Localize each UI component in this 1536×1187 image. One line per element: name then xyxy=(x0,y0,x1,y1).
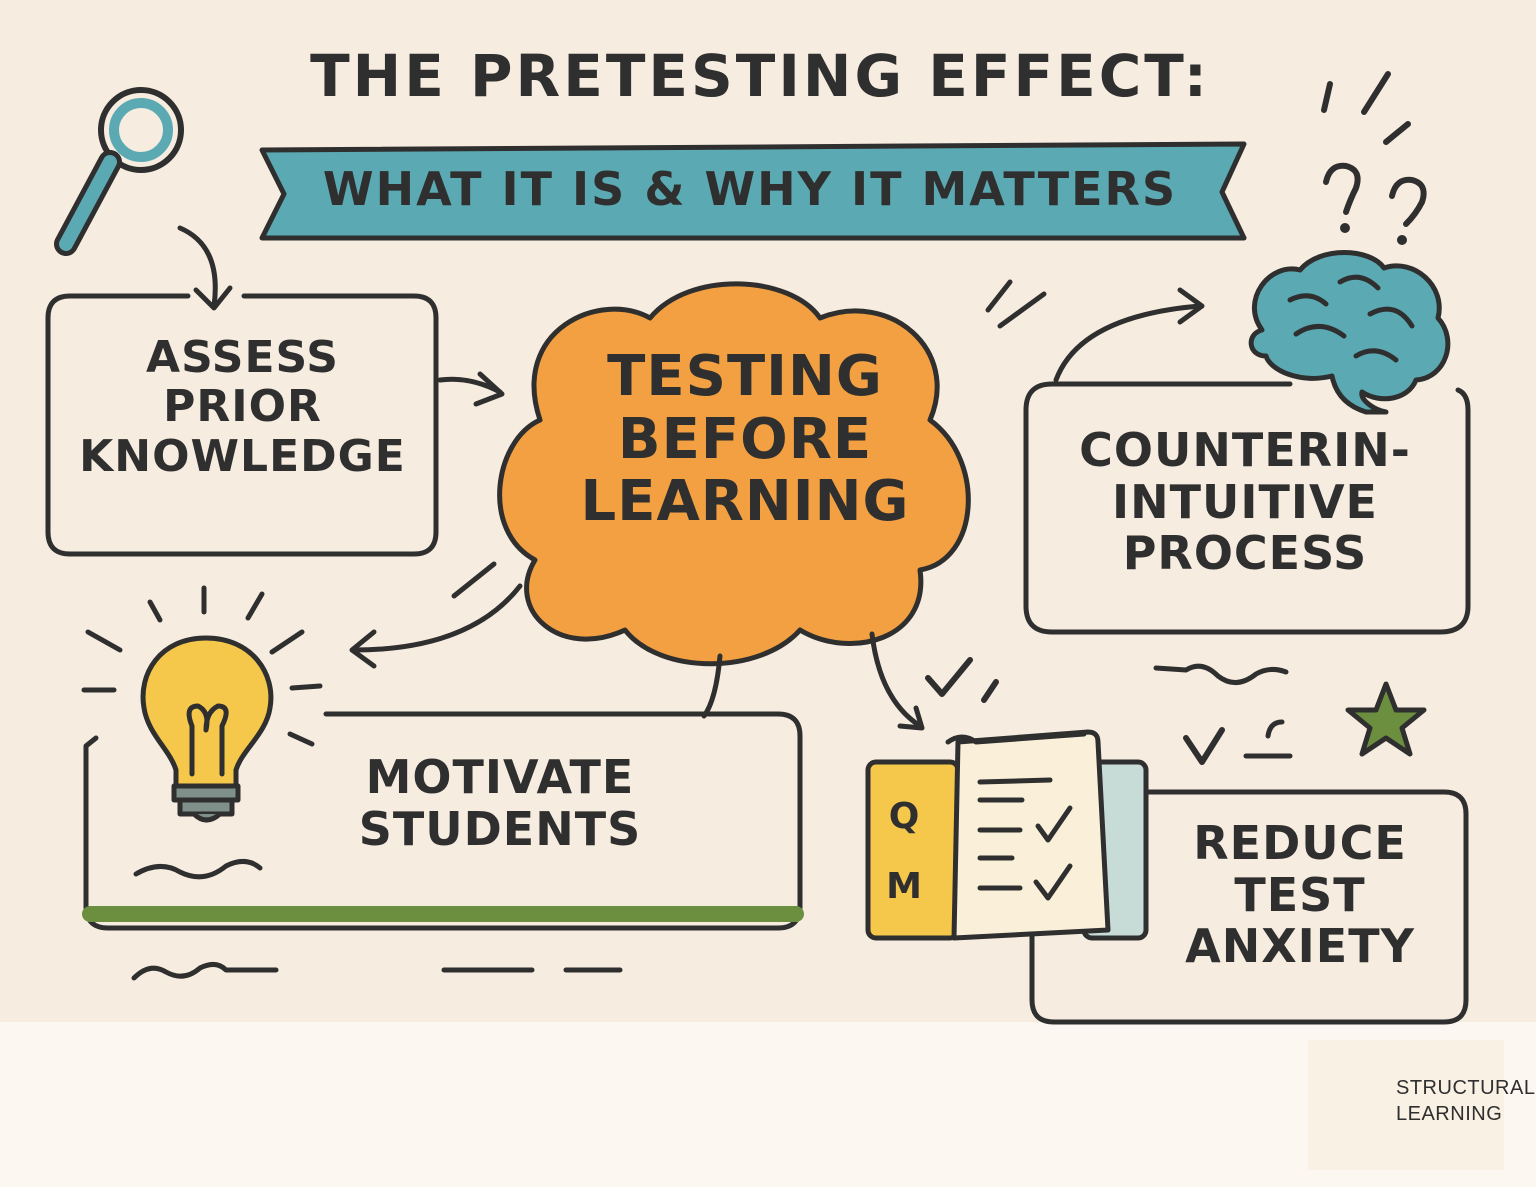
arrow-center-to-quiz xyxy=(869,631,925,731)
brain-icon xyxy=(1248,250,1451,415)
node-testing-before-learning: TESTING BEFORE LEARNING xyxy=(530,344,960,535)
logo-text-line2: LEARNING xyxy=(1396,1103,1503,1125)
decorative-squiggles xyxy=(131,663,1293,981)
structural-learning-logo: STRUCTURAL LEARNING xyxy=(1308,1040,1535,1170)
checkmark-icon xyxy=(925,657,1225,765)
testing-cloud xyxy=(497,281,971,667)
arrow-assess-to-center xyxy=(437,371,505,407)
magnifying-glass-icon xyxy=(54,87,184,256)
node-reduce-test-anxiety: REDUCE TEST ANXIETY xyxy=(1150,816,1450,974)
page-subtitle: WHAT IT IS & WHY IT MATTERS xyxy=(322,162,1178,216)
logo-text-line1: STRUCTURAL xyxy=(1396,1077,1536,1099)
arrow-center-to-counterintuitive xyxy=(1053,287,1205,383)
node-line: KNOWLEDGE xyxy=(79,430,406,482)
node-line: TESTING xyxy=(607,344,883,409)
motivate-box xyxy=(82,711,804,931)
quiz-letter-m: M xyxy=(886,866,922,907)
reduce-box xyxy=(1029,789,1469,1025)
node-line: ASSESS xyxy=(146,332,339,383)
node-line: PRIOR xyxy=(163,381,322,433)
arrow-magnifier-to-assess xyxy=(177,225,233,311)
quiz-sheet-icon xyxy=(865,729,1149,941)
node-line: LEARNING xyxy=(580,469,910,535)
node-line: PROCESS xyxy=(1122,526,1368,581)
subtitle-banner xyxy=(259,141,1247,241)
page-title: THE PRETESTING EFFECT: xyxy=(310,42,1210,110)
node-line: MOTIVATE xyxy=(365,750,635,804)
node-line: INTUITIVE xyxy=(1112,474,1378,529)
node-line: STUDENTS xyxy=(358,801,642,856)
star-icon xyxy=(1345,681,1427,757)
question-marks-icon xyxy=(1321,71,1427,245)
node-line: BEFORE xyxy=(617,406,873,472)
node-assess-prior-knowledge: ASSESS PRIOR KNOWLEDGE xyxy=(50,333,435,481)
arrow-center-to-motivate xyxy=(349,561,523,669)
quiz-letter-q: Q xyxy=(888,796,920,837)
node-counterintuitive-process: COUNTERIN- INTUITIVE PROCESS xyxy=(1035,423,1455,581)
node-line: COUNTERIN- xyxy=(1079,423,1411,477)
cloud-spark-lines xyxy=(985,279,1047,329)
assess-box xyxy=(45,293,439,557)
node-motivate-students: MOTIVATE STUDENTS xyxy=(300,750,700,856)
node-line: TEST xyxy=(1234,867,1366,922)
counterintuitive-box xyxy=(1023,381,1471,635)
lightbulb-icon xyxy=(81,585,323,823)
node-line: REDUCE xyxy=(1193,816,1407,870)
node-line: ANXIETY xyxy=(1185,919,1415,974)
